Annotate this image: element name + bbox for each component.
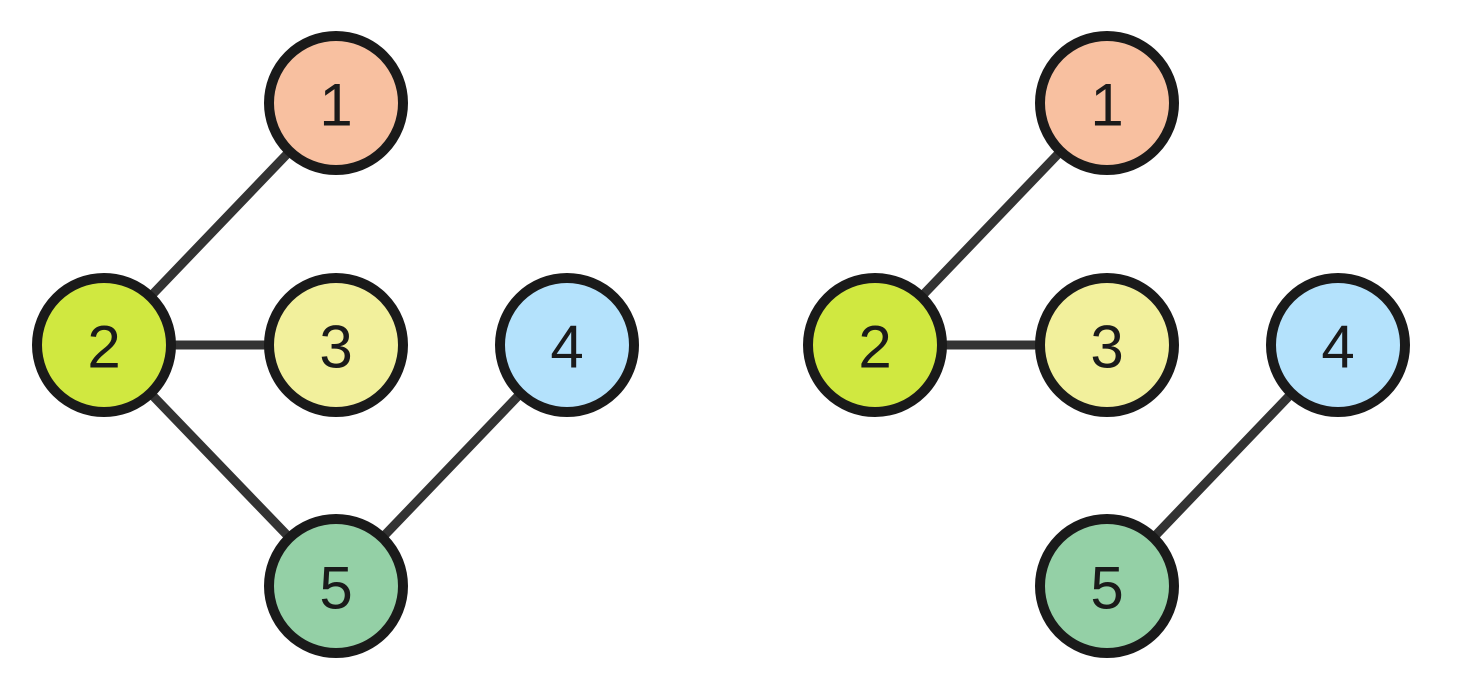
node-2-circle: [32, 273, 176, 417]
node-2-label: 2: [858, 314, 891, 381]
node-1-circle: [1035, 31, 1179, 175]
node-5-label: 5: [1090, 555, 1123, 622]
node-1: 1: [264, 31, 408, 175]
node-2-circle: [803, 273, 947, 417]
node-1-circle: [264, 31, 408, 175]
graph-2-nodes: 1 2 3 4 5: [803, 31, 1410, 658]
node-2-label: 2: [87, 314, 120, 381]
node-1: 1: [1035, 31, 1179, 175]
node-4-label: 4: [1321, 314, 1354, 381]
node-5: 5: [1035, 514, 1179, 658]
node-5: 5: [264, 514, 408, 658]
node-5-circle: [1035, 514, 1179, 658]
node-2: 2: [803, 273, 947, 417]
node-4-circle: [495, 273, 639, 417]
node-3-label: 3: [319, 314, 352, 381]
node-1-label: 1: [1090, 72, 1123, 139]
node-2: 2: [32, 273, 176, 417]
nodes-layer: 1 2 3 4 5 1 2 3 4 5: [32, 31, 1410, 658]
node-3: 3: [1035, 273, 1179, 417]
node-3: 3: [264, 273, 408, 417]
node-4: 4: [495, 273, 639, 417]
node-1-label: 1: [319, 72, 352, 139]
node-3-circle: [1035, 273, 1179, 417]
node-5-label: 5: [319, 555, 352, 622]
node-5-circle: [264, 514, 408, 658]
graph-1-nodes: 1 2 3 4 5: [32, 31, 639, 658]
node-3-label: 3: [1090, 314, 1123, 381]
node-4: 4: [1266, 273, 1410, 417]
node-4-circle: [1266, 273, 1410, 417]
node-3-circle: [264, 273, 408, 417]
node-4-label: 4: [550, 314, 583, 381]
